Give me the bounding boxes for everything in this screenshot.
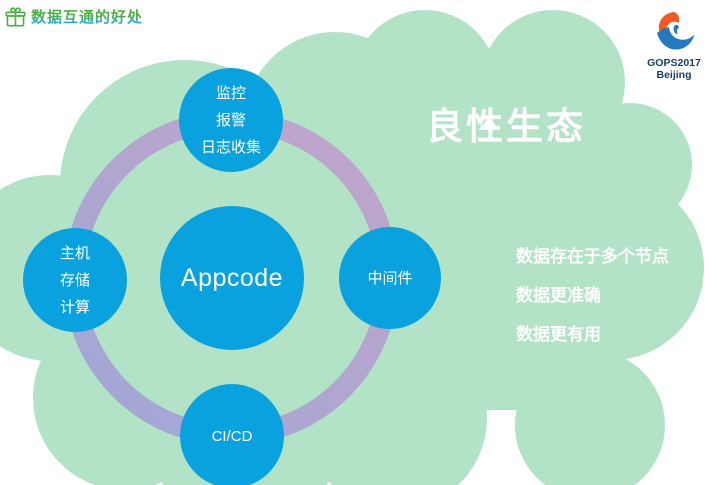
node-infrastructure-line3: 计算 [59, 298, 90, 316]
bullet-multi-node: 数据存在于多个节点 [516, 247, 669, 266]
bullet-more-accurate: 数据更准确 [516, 286, 601, 305]
ecosystem-heading: 良性生态 [426, 106, 586, 147]
gops-swirl-logo-icon [657, 12, 695, 50]
slide-header: 数据互通的好处 [4, 5, 143, 28]
conference-logo: GOPS2017 Beijing [631, 0, 717, 94]
node-appcode-label: Appcode [180, 263, 284, 292]
node-infrastructure: 主机 存储 计算 [23, 228, 127, 332]
node-infrastructure-line1: 主机 [59, 244, 90, 262]
logo-text-line1: GOPS2017 [647, 57, 701, 69]
node-middleware-label: 中间件 [367, 269, 413, 287]
node-monitoring: 监控 报警 日志收集 [179, 68, 283, 172]
node-monitoring-line1: 监控 [215, 84, 246, 102]
node-cicd: CI/CD [180, 384, 284, 485]
node-middleware: 中间件 [339, 227, 441, 329]
ecosystem-bullets: 数据存在于多个节点 数据更准确 数据更有用 [516, 246, 669, 363]
gift-icon [5, 7, 26, 27]
logo-text-line2: Beijing [656, 69, 692, 81]
node-appcode: Appcode [160, 206, 304, 350]
node-monitoring-line3: 日志收集 [200, 138, 261, 156]
bullet-more-useful: 数据更有用 [516, 325, 601, 344]
node-infrastructure-line2: 存储 [59, 271, 90, 289]
page-title: 数据互通的好处 [31, 6, 143, 27]
node-monitoring-line2: 报警 [215, 111, 246, 129]
node-cicd-label: CI/CD [211, 427, 253, 445]
